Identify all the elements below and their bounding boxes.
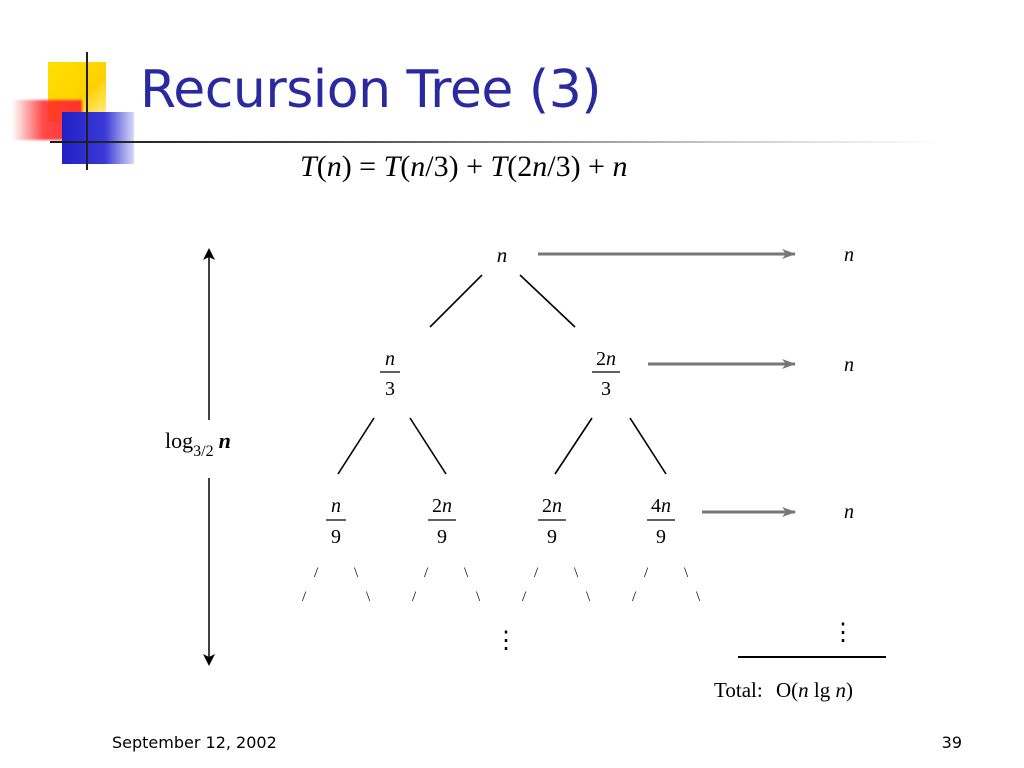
footer-date: September 12, 2002 xyxy=(112,733,277,752)
svg-text:\: \ xyxy=(476,589,481,605)
tree-node-n-over-9: n 9 xyxy=(326,495,346,548)
svg-text:3: 3 xyxy=(601,378,611,400)
svg-text:4n: 4n xyxy=(651,495,671,517)
svg-text:n: n xyxy=(331,495,341,517)
svg-text:\: \ xyxy=(586,589,591,605)
svg-text:\: \ xyxy=(574,565,579,581)
level-cost-2: n xyxy=(844,501,854,523)
edge-n3-right xyxy=(409,417,447,475)
svg-text:2n: 2n xyxy=(542,495,562,517)
svg-text:9: 9 xyxy=(331,526,341,548)
tree-node-n-over-3: n 3 xyxy=(380,348,400,400)
level-cost-0: n xyxy=(844,244,854,266)
svg-text:9: 9 xyxy=(547,526,557,548)
svg-text:3: 3 xyxy=(385,378,395,400)
total-cost: Total: O(n lg n) xyxy=(714,678,853,702)
svg-text:n: n xyxy=(385,348,395,370)
level-cost-1: n xyxy=(844,354,854,376)
svg-text:9: 9 xyxy=(656,526,666,548)
svg-text:/: / xyxy=(632,589,637,605)
page-number: 39 xyxy=(941,733,962,752)
svg-text:/: / xyxy=(314,565,319,581)
slide-title: Recursion Tree (3) xyxy=(140,60,602,120)
svg-text:\: \ xyxy=(696,589,701,605)
tree-node-2n-over-9-second: 2n 9 xyxy=(538,495,566,548)
svg-text:/: / xyxy=(534,565,539,581)
edge-root-right xyxy=(519,274,576,328)
svg-text:/: / xyxy=(302,589,307,605)
svg-text:/: / xyxy=(424,565,429,581)
svg-text:2n: 2n xyxy=(432,495,452,517)
tree-node-2n-over-9-first: 2n 9 xyxy=(428,495,456,548)
edge-root-left xyxy=(429,274,483,328)
tree-root-node: n xyxy=(497,243,508,267)
cost-continuation-dots: ⋮ xyxy=(831,620,855,646)
tree-continuation-dots: ⋮ xyxy=(494,628,518,654)
svg-text:/: / xyxy=(412,589,417,605)
logo-blue-block xyxy=(62,112,134,164)
edge-2n3-right xyxy=(629,417,667,475)
svg-text:9: 9 xyxy=(437,526,447,548)
svg-text:\: \ xyxy=(354,565,359,581)
continuation-edges: / \ / \ / \ / \ / \ / \ / \ / \ xyxy=(302,565,701,605)
tree-node-4n-over-9: 4n 9 xyxy=(647,495,675,548)
svg-text:/: / xyxy=(522,589,527,605)
edge-2n3-left xyxy=(554,417,593,475)
svg-text:\: \ xyxy=(684,565,689,581)
svg-text:/: / xyxy=(644,565,649,581)
title-underline xyxy=(50,141,940,143)
edge-n3-left xyxy=(337,417,375,475)
tree-node-2n-over-3: 2n 3 xyxy=(592,348,620,400)
logo-vertical-line xyxy=(86,52,88,170)
svg-text:2n: 2n xyxy=(596,348,616,370)
recurrence-equation: T(n) = T(n/3) + T(2n/3) + n xyxy=(300,150,628,183)
svg-text:\: \ xyxy=(366,589,371,605)
svg-text:\: \ xyxy=(464,565,469,581)
